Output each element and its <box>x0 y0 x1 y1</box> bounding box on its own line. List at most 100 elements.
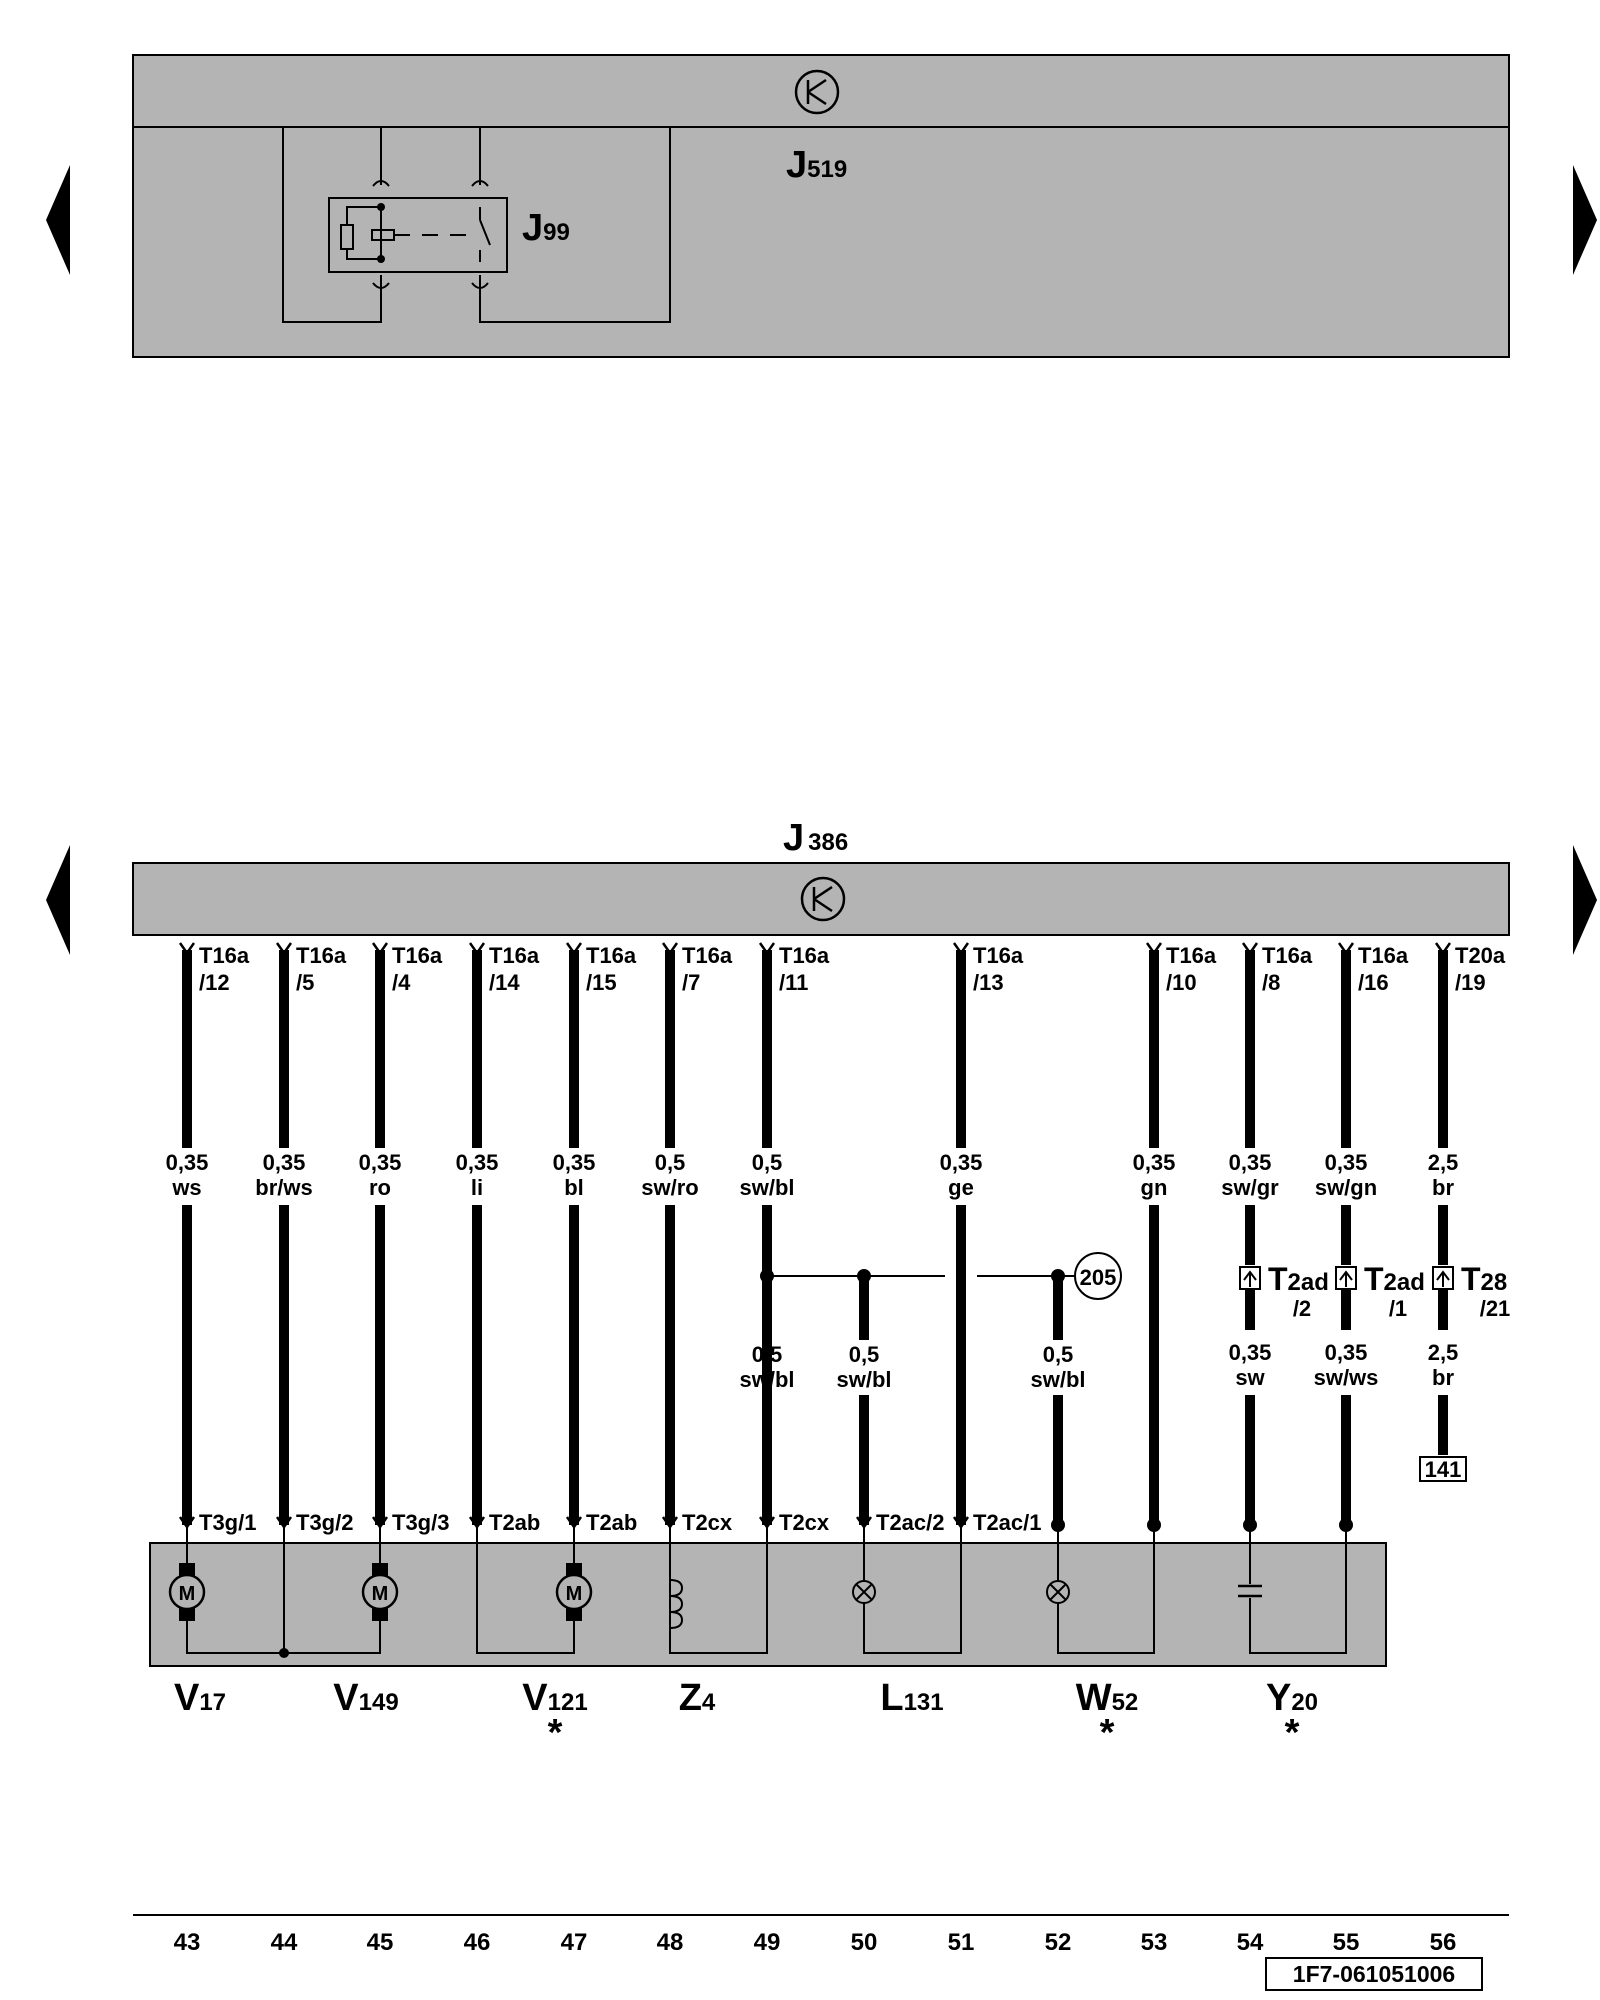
column-number: 49 <box>754 1929 781 1956</box>
wire-color: li <box>471 1175 483 1200</box>
wire-size: 0,35 <box>1229 1340 1272 1365</box>
wire-color: sw/bl <box>836 1367 891 1392</box>
device-connector-label: T2ac/1 <box>973 1510 1042 1535</box>
column-number: 45 <box>367 1929 394 1956</box>
column-number: 46 <box>464 1929 491 1956</box>
connector-pin-label: /12 <box>199 970 230 995</box>
wire-size: 0,35 <box>166 1150 209 1175</box>
solder-point <box>1243 1518 1257 1532</box>
device-connector-label: T3g/1 <box>199 1510 256 1535</box>
connector-pin <box>661 942 679 956</box>
wire-color: sw <box>1235 1365 1265 1390</box>
wire-color: gn <box>1141 1175 1168 1200</box>
connector-label: T16a <box>392 943 443 968</box>
connector-pin-label: /16 <box>1358 970 1389 995</box>
transistor-icon <box>794 69 840 115</box>
page-prev-arrow-top[interactable] <box>46 165 70 275</box>
connector-pin-label: /5 <box>296 970 314 995</box>
page-next-arrow-bottom[interactable] <box>1573 845 1597 955</box>
ref-box <box>1419 1456 1467 1482</box>
device-connector-label: T2ac/2 <box>876 1510 945 1535</box>
component-label: V149 <box>333 1677 398 1719</box>
connector-label: T16a <box>682 943 733 968</box>
wire-size: 0,35 <box>1229 1150 1272 1175</box>
motor-brush <box>566 1607 582 1621</box>
column-number: 47 <box>561 1929 588 1956</box>
column-number: 51 <box>948 1929 975 1956</box>
column-number: 53 <box>1141 1929 1168 1956</box>
relay-j99 <box>282 127 671 323</box>
column-number: 43 <box>174 1929 201 1956</box>
wire-size: 0,5 <box>752 1150 783 1175</box>
solder-point <box>1147 1518 1161 1532</box>
component-label: W52 <box>1076 1677 1139 1719</box>
wire-color: ge <box>948 1175 974 1200</box>
device-connector-label: T2ab <box>586 1510 637 1535</box>
column-number: 56 <box>1430 1929 1457 1956</box>
connector-pin-label: /19 <box>1455 970 1486 995</box>
device-connector-label: T3g/3 <box>392 1510 449 1535</box>
wire-size: 0,35 <box>263 1150 306 1175</box>
component-label: L131 <box>880 1677 943 1719</box>
motor-icon <box>361 1573 399 1611</box>
ref-box-label: 141 <box>1425 1457 1462 1482</box>
mid-connector-arrow <box>1243 1270 1257 1287</box>
motor-icon <box>168 1573 206 1611</box>
column-number: 50 <box>851 1929 878 1956</box>
optional-marker: * <box>1100 1712 1115 1754</box>
connector-pin <box>1241 942 1259 956</box>
mid-connector-arrow <box>1339 1270 1353 1287</box>
connector-label: T16a <box>296 943 347 968</box>
device-connector-label: T2cx <box>682 1510 733 1535</box>
column-number: 54 <box>1237 1929 1264 1956</box>
connector-label: T16a <box>779 943 830 968</box>
wire-color: br <box>1432 1175 1454 1200</box>
connector-label: T16a <box>489 943 540 968</box>
ground-ref-label: 205 <box>1080 1265 1117 1290</box>
heating-element-icon <box>669 1579 684 1629</box>
connector-pin <box>275 942 293 956</box>
connector-pin <box>1337 942 1355 956</box>
wire-color: br/ws <box>255 1175 312 1200</box>
capacitor-gap <box>1240 1584 1260 1598</box>
wire-color: br <box>1432 1365 1454 1390</box>
connector-pin <box>178 942 196 956</box>
wire-size: 0,5 <box>849 1342 880 1367</box>
mid-connector-pin: /21 <box>1480 1296 1511 1321</box>
junction-point <box>279 1648 289 1658</box>
connector-label: T16a <box>1166 943 1217 968</box>
page-next-arrow-top[interactable] <box>1573 165 1597 275</box>
wire-color: sw/gr <box>1221 1175 1279 1200</box>
connector-pin <box>371 942 389 956</box>
component-label: Z4 <box>679 1677 716 1719</box>
diagram-id: 1F7-061051006 <box>1293 1961 1455 1987</box>
connector-pin <box>952 942 970 956</box>
column-number: 48 <box>657 1929 684 1956</box>
wire-color: bl <box>564 1175 584 1200</box>
wire-size: 0,35 <box>359 1150 402 1175</box>
page-prev-arrow-bottom[interactable] <box>46 845 70 955</box>
wire-size: 0,35 <box>1325 1340 1368 1365</box>
wire-size: 0,5 <box>1043 1342 1074 1367</box>
label-group: T16a/120,35wsT16a/50,35br/wsT16a/40,35ro… <box>166 943 1511 1754</box>
component-label: Y20 <box>1266 1677 1318 1719</box>
connector-pin <box>1434 942 1452 956</box>
connector-pin <box>758 942 776 956</box>
connector-pin-label: /7 <box>682 970 700 995</box>
bottom-control-unit <box>132 862 1510 936</box>
wire-color: sw/ws <box>1314 1365 1379 1390</box>
top-unit-label: J519 <box>786 144 847 186</box>
mid-connector-arrow <box>1436 1270 1450 1287</box>
solder-point <box>1051 1518 1065 1532</box>
mid-connector-pin: /1 <box>1389 1296 1407 1321</box>
column-number: 52 <box>1045 1929 1072 1956</box>
motor-symbol: M <box>566 1583 583 1605</box>
connector-pin-label: /15 <box>586 970 617 995</box>
component-label: V17 <box>174 1677 226 1719</box>
connector-pin <box>468 942 486 956</box>
device-wire <box>669 1527 768 1654</box>
motor-symbol: M <box>372 1583 389 1605</box>
